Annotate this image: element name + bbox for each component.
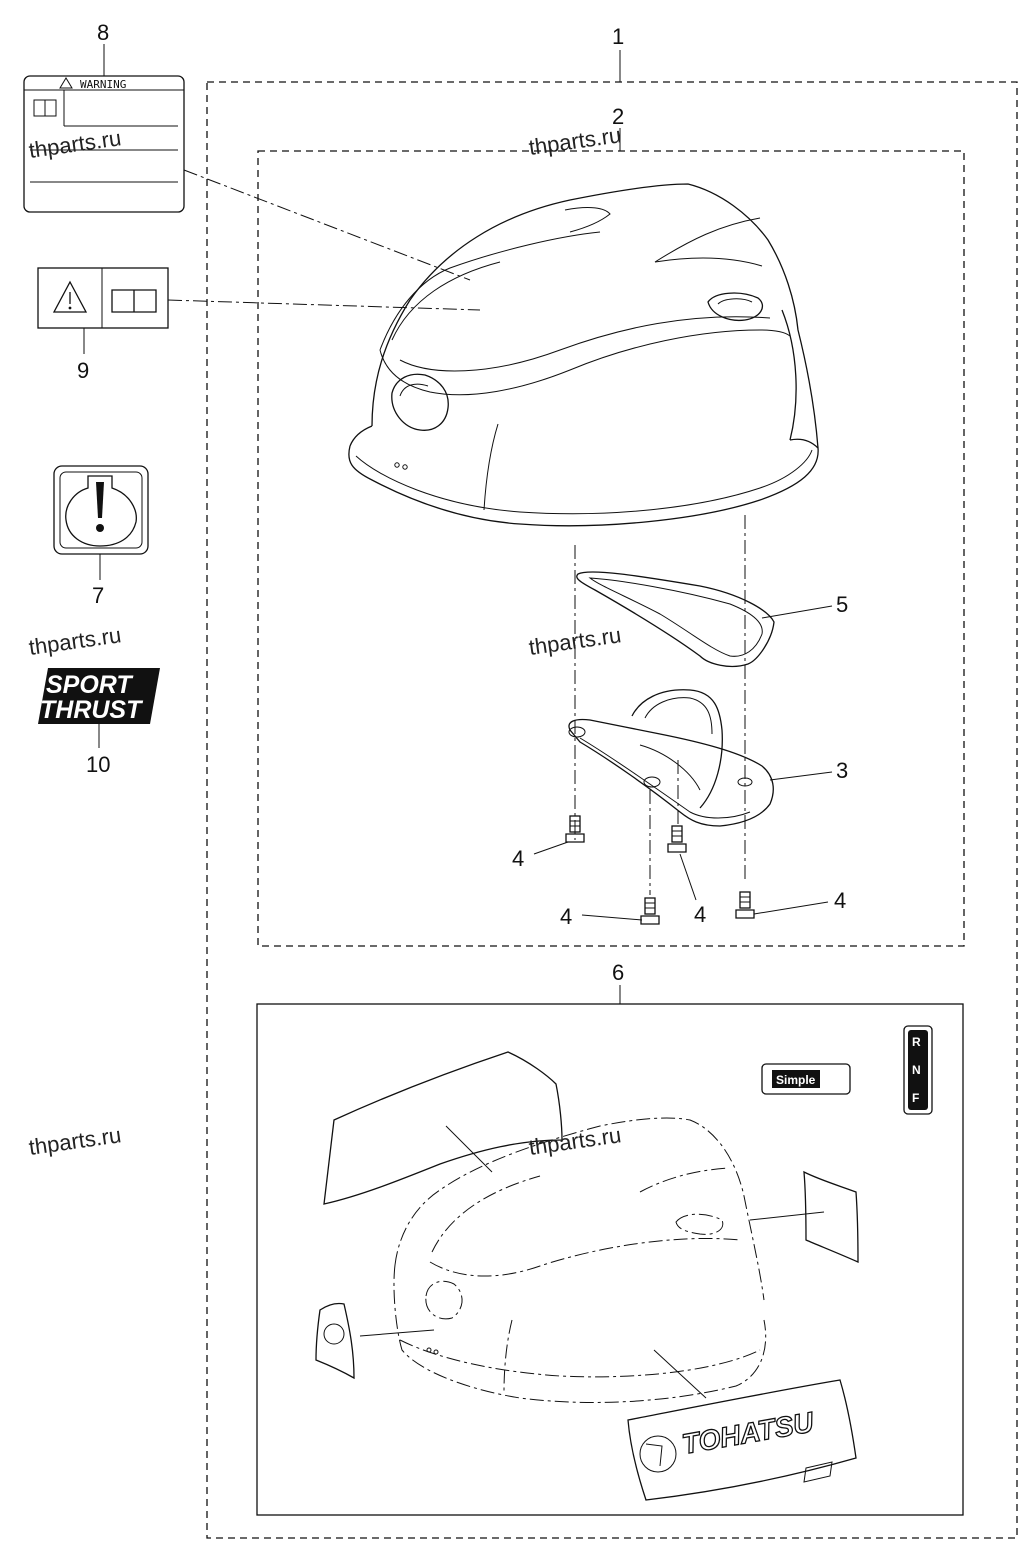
exclamation-label-part-7[interactable]: [53, 465, 149, 555]
bolt-part-4-d: [735, 891, 755, 919]
part-number-8[interactable]: 8: [97, 20, 109, 45]
part-number-10[interactable]: 10: [86, 752, 110, 777]
part-number-6[interactable]: 6: [612, 960, 624, 985]
brand-emblem-icon: [323, 1323, 345, 1345]
watermark: thparts.ru: [527, 122, 623, 160]
decal-set-drawing: TOHATSU Simple R N F: [315, 1025, 933, 1501]
watermark: thparts.ru: [27, 622, 123, 660]
simple-decal-text: Simple: [776, 1073, 816, 1087]
part-number-7[interactable]: 7: [92, 583, 104, 608]
sport-thrust-line2: THRUST: [40, 696, 144, 724]
part-number-4-c[interactable]: 4: [694, 902, 706, 927]
intake-duct-part-3: [568, 689, 774, 827]
shift-n: N: [912, 1063, 921, 1077]
part-number-4-d[interactable]: 4: [834, 888, 846, 913]
part-number-4-b[interactable]: 4: [560, 904, 572, 929]
sport-thrust-line1: SPORT: [46, 671, 134, 699]
exclamation-icon: [65, 475, 137, 547]
tohatsu-text: TOHATSU: [680, 1406, 817, 1460]
part-number-1[interactable]: 1: [612, 24, 624, 49]
watermark: thparts.ru: [27, 1122, 123, 1160]
part-number-5[interactable]: 5: [836, 592, 848, 617]
assembly-1-boundary: [206, 81, 1018, 1539]
caution-label-part-9[interactable]: [37, 267, 169, 329]
engine-cover-drawing: [348, 183, 819, 527]
decal-set-6-boundary: [256, 1003, 964, 1516]
shift-f: F: [912, 1091, 919, 1105]
watermark: thparts.ru: [27, 125, 123, 163]
part-number-4-a[interactable]: 4: [512, 846, 524, 871]
shift-r: R: [912, 1035, 921, 1049]
manual-book-icon: [111, 289, 157, 313]
tohatsu-logo-icon: [639, 1435, 677, 1473]
caution-triangle-icon: [52, 280, 88, 313]
part-number-3[interactable]: 3: [836, 758, 848, 783]
bolt-part-4-a: [565, 815, 585, 843]
part-number-9[interactable]: 9: [77, 358, 89, 383]
watermark: thparts.ru: [527, 1122, 623, 1160]
assembly-2-boundary: [257, 150, 965, 947]
part-number-2[interactable]: 2: [612, 104, 624, 129]
bolt-part-4-b: [640, 897, 660, 925]
bolt-part-4-c: [667, 825, 687, 853]
sport-thrust-decal-part-10[interactable]: SPORT THRUST: [38, 668, 160, 724]
warning-label-title: WARNING: [80, 78, 126, 91]
seal-part-5: [576, 571, 775, 668]
